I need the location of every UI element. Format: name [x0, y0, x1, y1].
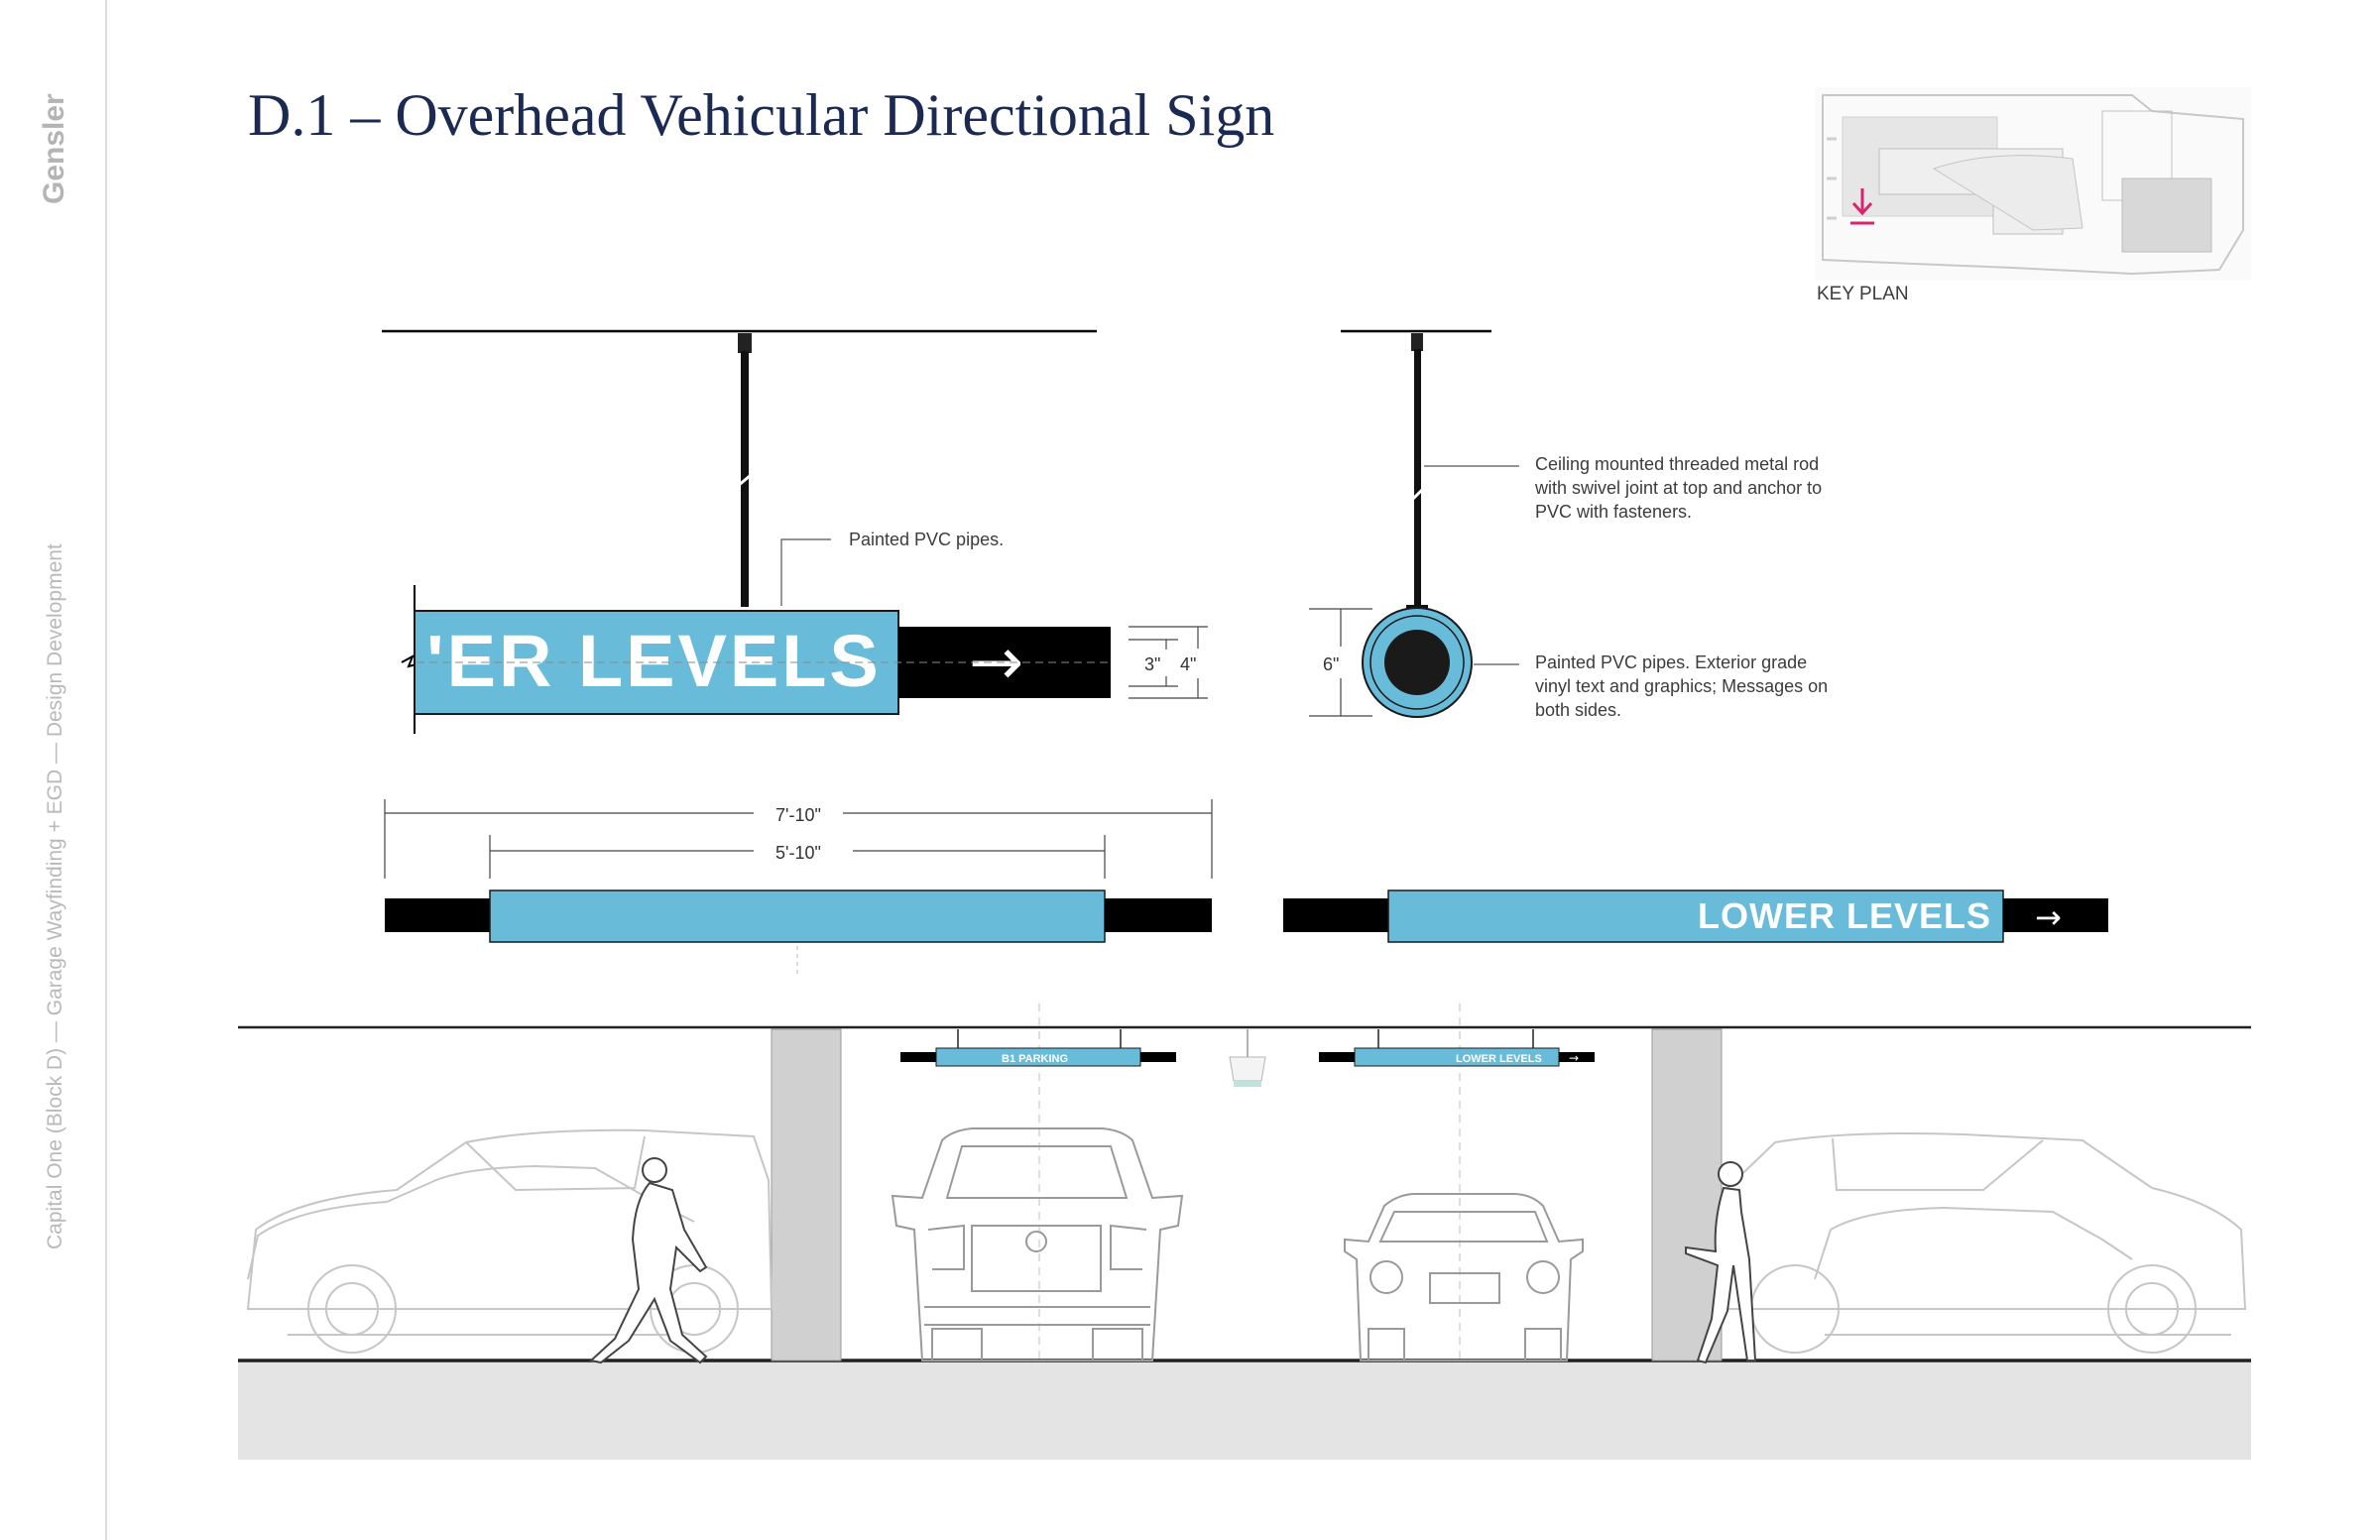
garage-sign-right-text: LOWER LEVELS: [1456, 1053, 1542, 1065]
sign-detail-section: 6": [1309, 329, 1519, 718]
key-plan-label: KEY PLAN: [1817, 284, 1909, 304]
dim-6-inch: 6": [1323, 654, 1339, 674]
sign-elevation-message: [1283, 889, 2108, 943]
column-left: [771, 1028, 842, 1362]
brand-logo: Gensler: [38, 93, 70, 204]
detail-sign-text: 'ER LEVELS: [426, 620, 882, 702]
dim-4-inch: 4": [1180, 654, 1196, 674]
column-right: [1651, 1028, 1723, 1362]
sign-elevation-blank: [385, 889, 1212, 978]
page-title: D.1 – Overhead Vehicular Directional Sig…: [248, 82, 1275, 148]
key-plan-marker-icon: [1850, 188, 1874, 225]
garage-section: [238, 1004, 2251, 1460]
garage-sign-right-arrow-icon: →: [1569, 1051, 1579, 1065]
dim-inner: 5'-10": [775, 843, 821, 863]
key-plan: [1815, 87, 2251, 281]
sign-detail-elevation: 'ER LEVELS → 3" 4": [382, 329, 1208, 734]
dim-3-inch: 3": [1144, 654, 1160, 674]
garage-sign-left-text: B1 PARKING: [1002, 1053, 1068, 1065]
note-rod-text: Ceiling mounted threaded metal rod with …: [1535, 452, 1872, 524]
sidebar-rule: [105, 0, 107, 1540]
elevation-arrow-icon: →: [2035, 898, 2062, 936]
brand-name: Gensler: [38, 93, 70, 204]
elevation-sign-text: LOWER LEVELS: [1698, 895, 1991, 936]
note-pvc-top: Painted PVC pipes.: [849, 530, 1004, 549]
sidebar-project-line: Capital One (Block D) — Garage Wayfindin…: [44, 543, 66, 1249]
note-pvc-section-text: Painted PVC pipes. Exterior grade vinyl …: [1535, 651, 1872, 722]
project-line-text: Capital One (Block D) — Garage Wayfindin…: [44, 543, 66, 1249]
dim-overall: 7'-10": [775, 805, 821, 825]
dimension-lines: [384, 799, 1213, 879]
